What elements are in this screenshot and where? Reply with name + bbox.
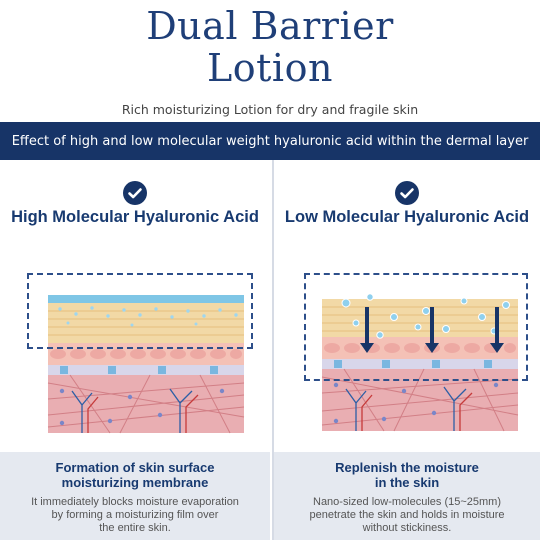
left-caption-desc-line3: the entire skin. [99, 522, 171, 534]
left-column: High Molecular Hyaluronic Acid [0, 160, 270, 540]
left-caption-title-line1: Formation of skin surface [55, 460, 215, 475]
right-caption-desc-line2: penetrate the skin and holds in moisture [309, 509, 505, 521]
check-circle-icon [395, 181, 419, 205]
right-caption-panel: Replenish the moisture in the skin Nano-… [274, 452, 540, 540]
highlight-frame [304, 273, 528, 381]
left-caption-desc-line2: by forming a moisturizing film over [51, 509, 219, 521]
arrow-down-icon [490, 307, 504, 353]
right-caption-title-line2: in the skin [374, 475, 440, 490]
check-circle-icon [123, 181, 147, 205]
product-subtitle: Rich moisturizing Lotion for dry and fra… [121, 102, 419, 117]
right-caption-desc-line1: Nano-sized low-molecules (15~25mm) [313, 496, 501, 508]
left-heading: High Molecular Hyaluronic Acid [11, 208, 259, 226]
banner-text: Effect of high and low molecular weight … [11, 133, 529, 149]
product-title-line1: Dual Barrier [146, 4, 394, 48]
arrow-down-icon [425, 307, 439, 353]
right-heading: Low Molecular Hyaluronic Acid [284, 208, 530, 226]
left-caption-panel: Formation of skin surface moisturizing m… [0, 452, 270, 540]
left-caption-desc: It immediately blocks moisture evaporati… [0, 496, 270, 535]
right-caption-title-line1: Replenish the moisture [335, 460, 479, 475]
section-banner: Effect of high and low molecular weight … [0, 122, 540, 160]
right-caption-title: Replenish the moisture in the skin [274, 460, 540, 490]
arrow-down-icon [360, 307, 374, 353]
left-caption-title-line2: moisturizing membrane [61, 475, 209, 490]
right-caption-desc: Nano-sized low-molecules (15~25mm) penet… [274, 496, 540, 535]
column-divider [272, 160, 274, 540]
product-title-line2: Lotion [207, 46, 333, 90]
right-column: Low Molecular Hyaluronic Acid [274, 160, 540, 540]
right-caption-desc-line3: without stickiness. [362, 522, 452, 534]
left-caption-title: Formation of skin surface moisturizing m… [0, 460, 270, 490]
highlight-frame [27, 273, 253, 349]
left-caption-desc-line1: It immediately blocks moisture evaporati… [31, 496, 239, 508]
skin-diagram-high [47, 295, 245, 434]
